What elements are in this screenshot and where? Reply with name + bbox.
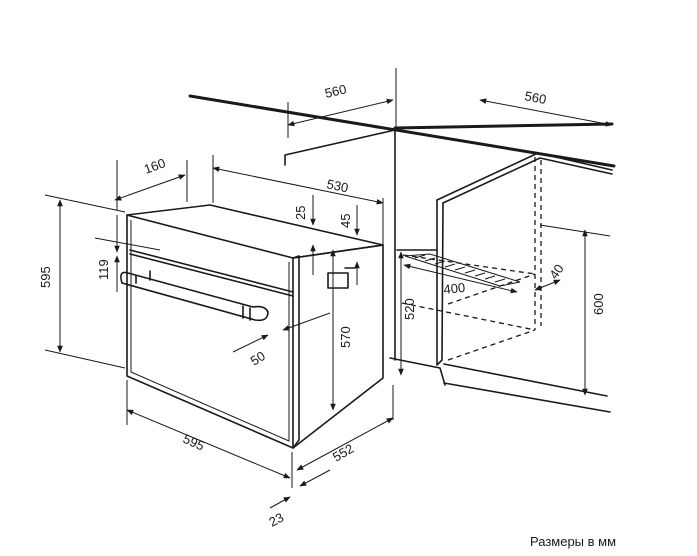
label-top-depth: 160 <box>142 155 168 177</box>
label-niche-height: 520 <box>402 298 417 320</box>
label-vent-width: 400 <box>443 280 466 297</box>
label-cutout-height: 570 <box>338 326 353 348</box>
label-oven-width: 595 <box>181 431 207 454</box>
label-panel-offset: 45 <box>338 214 353 228</box>
label-oven-depth: 530 <box>325 176 349 195</box>
label-side-depth: 552 <box>330 441 356 465</box>
label-cab-depth-left: 560 <box>323 81 348 100</box>
label-cab-depth-right: 560 <box>523 88 547 107</box>
dimension-labels: 560 560 160 530 25 45 595 119 570 520 60… <box>38 81 606 529</box>
units-caption: Размеры в мм <box>530 534 617 549</box>
label-top-offset: 25 <box>293 206 308 220</box>
side-bracket <box>327 272 349 289</box>
label-handle-offset: 50 <box>248 348 268 368</box>
dimension-lines <box>44 68 613 509</box>
label-cab-height: 600 <box>591 293 606 315</box>
label-panel-height: 119 <box>96 259 111 280</box>
label-door-offset: 23 <box>266 510 286 530</box>
door-handle <box>120 271 269 322</box>
label-oven-height: 595 <box>38 266 53 288</box>
label-vent-depth: 40 <box>546 261 567 281</box>
